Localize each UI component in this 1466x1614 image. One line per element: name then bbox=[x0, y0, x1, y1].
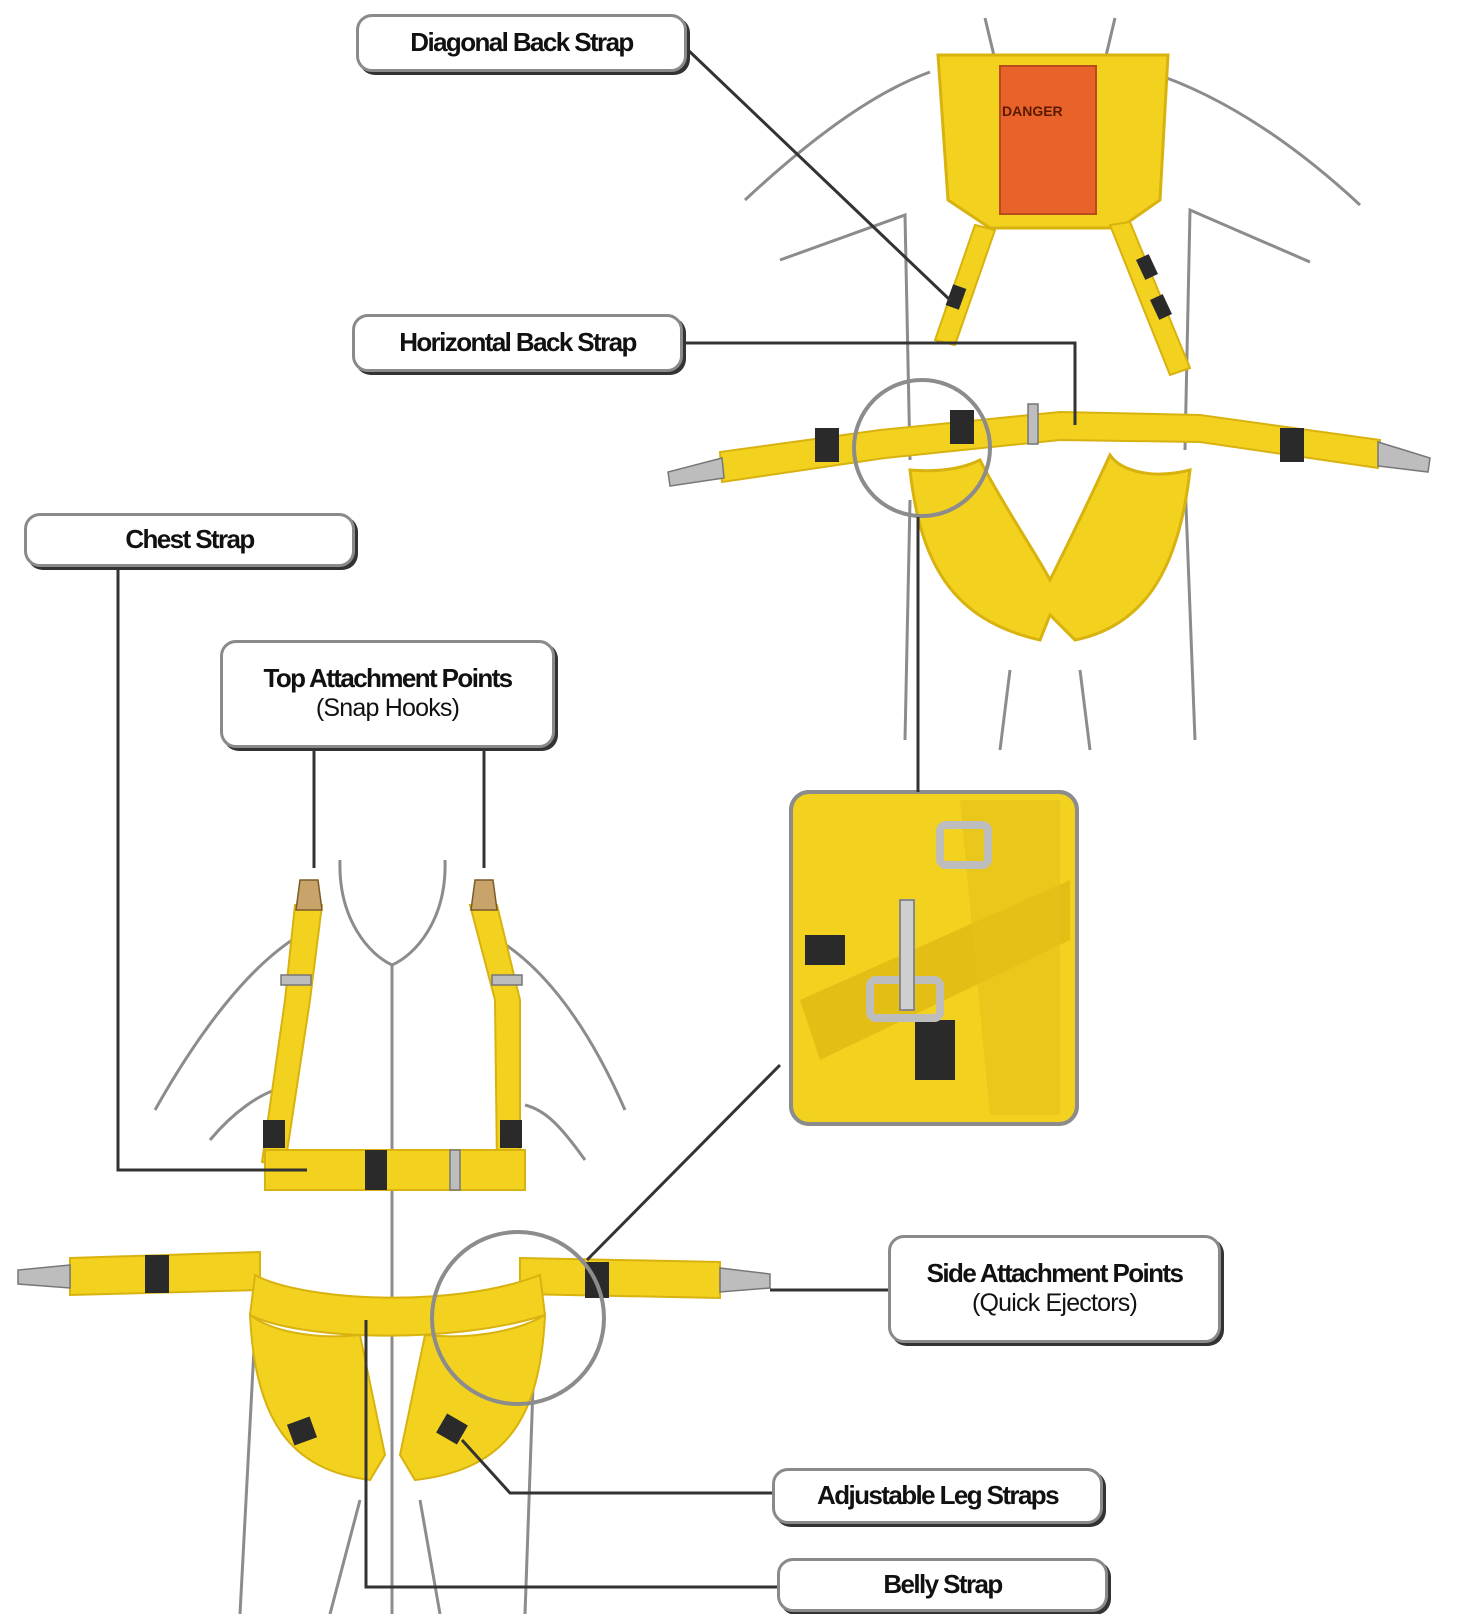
front-keeper-2 bbox=[500, 1120, 522, 1148]
front-snap-hook-right bbox=[471, 880, 497, 910]
front-belly-strap bbox=[250, 1275, 545, 1336]
callout-top-attachment-points-title: Top Attachment Points bbox=[263, 665, 511, 692]
front-body-outline bbox=[155, 860, 625, 1614]
front-keeper-1 bbox=[263, 1120, 285, 1148]
rear-diagonal-strap-left bbox=[935, 225, 995, 345]
front-snap-hook-left bbox=[296, 880, 322, 910]
front-buckle-chest bbox=[450, 1150, 460, 1190]
front-buckle-right bbox=[492, 975, 522, 985]
closeup-keeper-1 bbox=[805, 935, 845, 965]
front-keeper-4 bbox=[145, 1255, 169, 1293]
closeup-keeper-2 bbox=[915, 1020, 955, 1080]
callout-adjustable-leg-straps: Adjustable Leg Straps bbox=[772, 1468, 1103, 1524]
danger-label-text: DANGER bbox=[1002, 103, 1063, 119]
front-side-strap-right bbox=[520, 1258, 720, 1298]
leader-horizontal-back-strap bbox=[682, 343, 1075, 425]
callout-side-attachment-points: Side Attachment Points (Quick Ejectors) bbox=[888, 1235, 1221, 1343]
callout-adjustable-leg-straps-title: Adjustable Leg Straps bbox=[817, 1482, 1058, 1509]
callout-chest-strap: Chest Strap bbox=[24, 513, 355, 567]
callout-side-attachment-points-title: Side Attachment Points bbox=[927, 1260, 1183, 1287]
callout-diagonal-back-strap: Diagonal Back Strap bbox=[356, 14, 687, 72]
leader-closeup-connector-2 bbox=[587, 1065, 780, 1260]
rear-diagonal-strap-right bbox=[1110, 222, 1190, 375]
front-ejector-left bbox=[18, 1265, 70, 1288]
danger-label bbox=[1000, 66, 1096, 214]
rear-ejector-left bbox=[668, 458, 724, 486]
front-ejector-right bbox=[720, 1268, 770, 1292]
front-leg-pad-right bbox=[400, 1315, 545, 1480]
rear-buckle-1 bbox=[1028, 404, 1038, 444]
leader-adjustable-leg-straps bbox=[462, 1440, 775, 1493]
front-view-figure bbox=[18, 860, 770, 1614]
callout-top-attachment-points-subtitle: (Snap Hooks) bbox=[316, 694, 459, 723]
callout-side-attachment-points-subtitle: (Quick Ejectors) bbox=[972, 1289, 1137, 1318]
callout-horizontal-back-strap: Horizontal Back Strap bbox=[352, 314, 683, 372]
callout-belly-strap-title: Belly Strap bbox=[883, 1571, 1001, 1598]
callout-chest-strap-title: Chest Strap bbox=[125, 526, 253, 553]
rear-ejector-right bbox=[1378, 442, 1430, 472]
callout-horizontal-back-strap-title: Horizontal Back Strap bbox=[399, 329, 636, 356]
rear-seat-pad bbox=[910, 455, 1190, 640]
callout-diagonal-back-strap-title: Diagonal Back Strap bbox=[410, 29, 632, 56]
callout-belly-strap: Belly Strap bbox=[777, 1558, 1108, 1612]
leader-diagonal-back-strap bbox=[688, 50, 950, 300]
callout-top-attachment-points: Top Attachment Points (Snap Hooks) bbox=[220, 640, 555, 748]
rear-keeper-5 bbox=[950, 410, 974, 444]
rear-view-figure: DANGER bbox=[668, 18, 1430, 750]
rear-keeper-6 bbox=[1280, 428, 1304, 462]
rear-keeper-4 bbox=[815, 428, 839, 462]
closeup-ejector bbox=[900, 900, 914, 1010]
front-buckle-left bbox=[281, 975, 311, 985]
side-attachment-closeup bbox=[791, 792, 1077, 1124]
front-keeper-3 bbox=[365, 1150, 387, 1190]
